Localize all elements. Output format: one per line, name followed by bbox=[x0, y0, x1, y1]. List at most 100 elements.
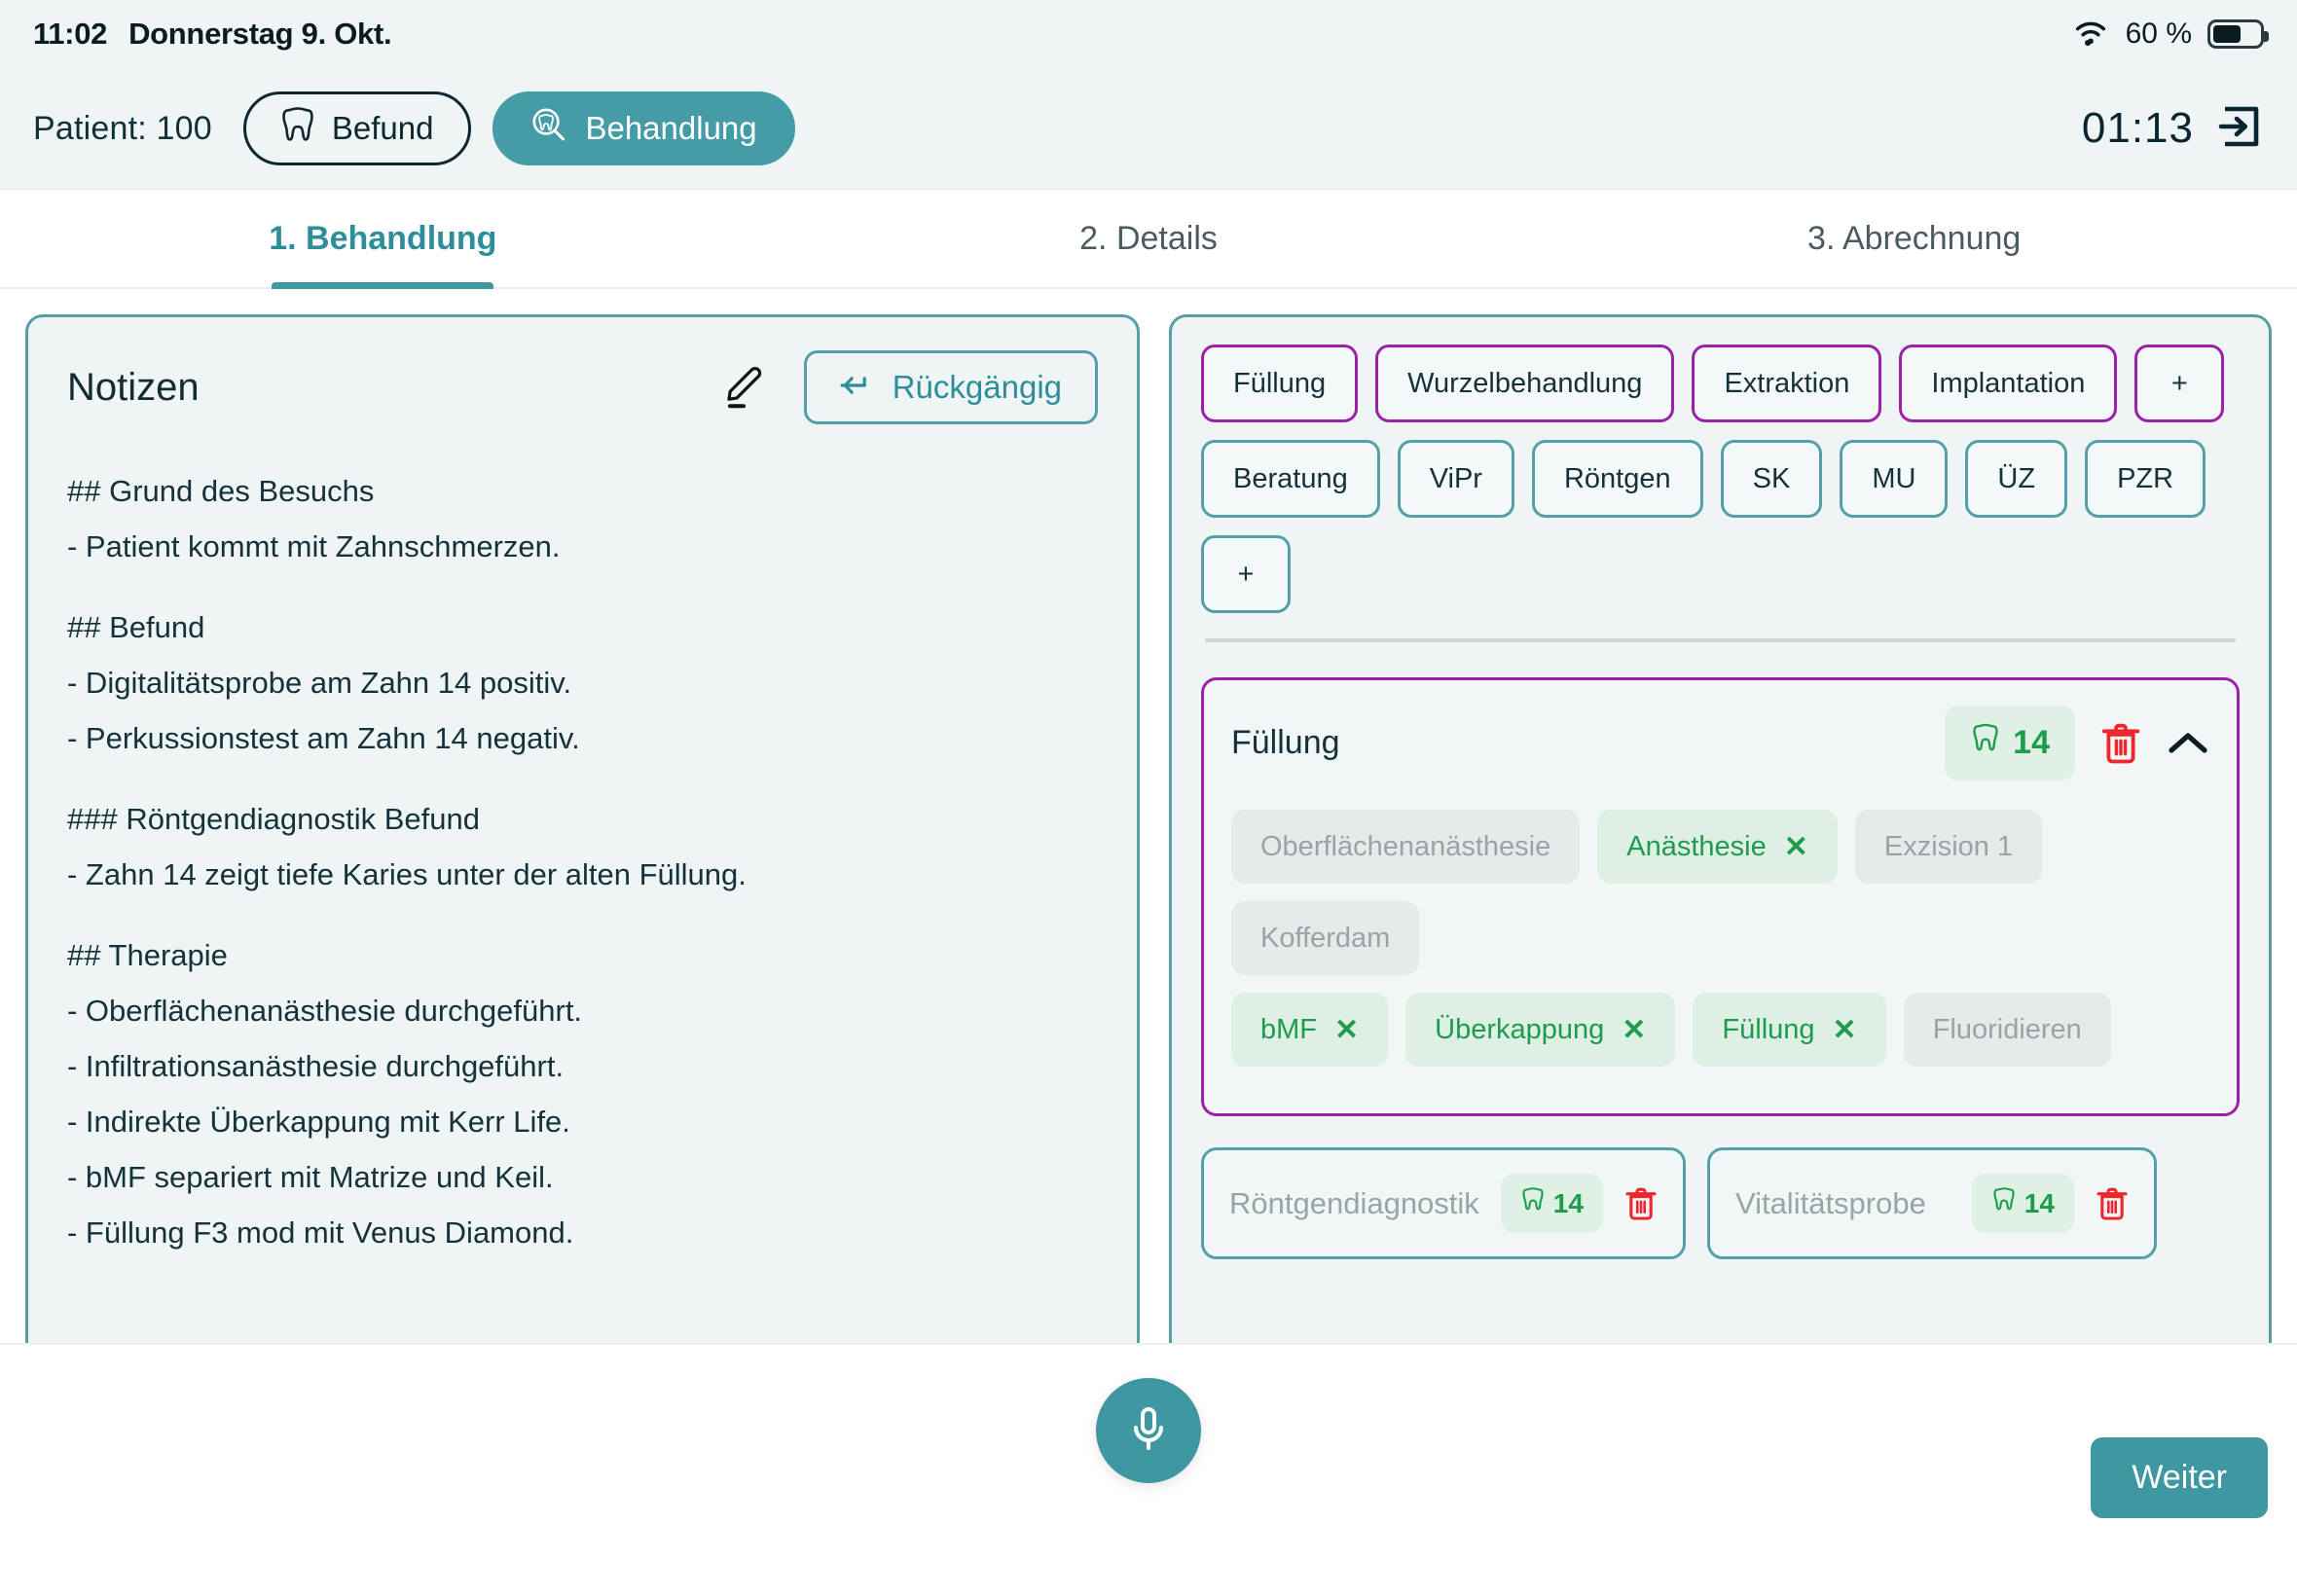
notes-title: Notizen bbox=[67, 365, 200, 409]
next-button[interactable]: Weiter bbox=[2091, 1437, 2268, 1518]
chip-extraktion[interactable]: Extraktion bbox=[1692, 345, 1882, 422]
note-line: ### Röntgendiagnostik Befund bbox=[67, 802, 480, 836]
card-vitalitaetsprobe[interactable]: Vitalitätsprobe 14 bbox=[1706, 1147, 2157, 1259]
chip-label: Füllung bbox=[1233, 367, 1327, 399]
chip-add-primary[interactable]: + bbox=[2134, 345, 2225, 422]
tag-label: Kofferdam bbox=[1260, 922, 1391, 954]
secondary-treatment-cards: Röntgendiagnostik 14 Vitalitätsprobe bbox=[1201, 1147, 2240, 1259]
tag-oberflaechenanaesthesie[interactable]: Oberflächenanästhesie bbox=[1231, 810, 1581, 884]
notes-panel: Notizen Rückgängig ## Grund des Besuchs … bbox=[25, 314, 1140, 1371]
trash-icon[interactable] bbox=[2096, 1185, 2129, 1222]
chip-label: Implantation bbox=[1931, 367, 2086, 399]
status-date: Donnerstag 9. Okt. bbox=[128, 17, 392, 51]
wifi-icon bbox=[2071, 18, 2110, 52]
plus-icon: + bbox=[1237, 558, 1255, 590]
undo-arrow-icon bbox=[840, 369, 875, 406]
chip-label: MU bbox=[1872, 462, 1916, 494]
card-title: Vitalitätsprobe bbox=[1734, 1185, 1926, 1220]
undo-button[interactable]: Rückgängig bbox=[803, 350, 1098, 424]
tab-behandlung-label: 1. Behandlung bbox=[269, 219, 497, 257]
chip-add-secondary[interactable]: + bbox=[1201, 535, 1291, 613]
remove-icon[interactable]: ✕ bbox=[1622, 1013, 1647, 1046]
tag-label: bMF bbox=[1260, 1013, 1317, 1045]
trash-icon[interactable] bbox=[2100, 721, 2141, 766]
chip-label: ViPr bbox=[1429, 462, 1482, 494]
tooth-search-icon bbox=[530, 106, 567, 151]
note-line: - Perkussionstest am Zahn 14 negativ. bbox=[67, 721, 580, 755]
tag-label: Anästhesie bbox=[1626, 830, 1767, 862]
secondary-treatment-chips: Beratung ViPr Röntgen SK MU ÜZ PZR bbox=[1201, 440, 2240, 518]
note-line: ## Therapie bbox=[67, 938, 228, 972]
tag-fuellung[interactable]: Füllung✕ bbox=[1693, 993, 1886, 1067]
tooth-badge[interactable]: 14 bbox=[1945, 706, 2075, 780]
tag-fluoridieren[interactable]: Fluoridieren bbox=[1903, 993, 2111, 1067]
behandlung-button[interactable]: Behandlung bbox=[492, 91, 795, 165]
chip-pzr[interactable]: PZR bbox=[2085, 440, 2206, 518]
tag-ueberkappung[interactable]: Überkappung ✕ bbox=[1405, 993, 1676, 1067]
note-line: ## Grund des Besuchs bbox=[67, 474, 375, 508]
remove-icon[interactable]: ✕ bbox=[1832, 1013, 1857, 1046]
chip-fuellung[interactable]: Füllung bbox=[1201, 345, 1359, 422]
tab-abrechnung[interactable]: 3. Abrechnung bbox=[1531, 190, 2297, 287]
chip-vipr[interactable]: ViPr bbox=[1397, 440, 1514, 518]
chip-roentgen[interactable]: Röntgen bbox=[1531, 440, 1703, 518]
trash-icon[interactable] bbox=[1624, 1185, 1658, 1222]
card-title: Röntgendiagnostik bbox=[1229, 1185, 1479, 1220]
tab-abrechnung-label: 3. Abrechnung bbox=[1807, 219, 2022, 257]
tag-exzision-1[interactable]: Exzision 1 bbox=[1854, 810, 2043, 884]
tab-behandlung[interactable]: 1. Behandlung bbox=[0, 190, 766, 287]
note-line: - Oberflächenanästhesie durchgeführt. bbox=[67, 994, 583, 1028]
notes-header: Notizen Rückgängig bbox=[67, 350, 1098, 424]
chevron-up-icon[interactable] bbox=[2167, 730, 2209, 757]
note-line: - bMF separiert mit Matrize und Keil. bbox=[67, 1160, 554, 1194]
tab-details[interactable]: 2. Details bbox=[766, 190, 1532, 287]
treatment-card-title: Füllung bbox=[1231, 724, 1340, 761]
tooth-number: 14 bbox=[2024, 1187, 2055, 1218]
mode-segmented-control: Befund Behandlung bbox=[242, 91, 795, 165]
add-chip-row: + bbox=[1201, 535, 2240, 613]
card-roentgendiagnostik[interactable]: Röntgendiagnostik 14 bbox=[1201, 1147, 1686, 1259]
chip-mu[interactable]: MU bbox=[1840, 440, 1949, 518]
tooth-badge[interactable]: 14 bbox=[1500, 1174, 1603, 1233]
tooth-icon bbox=[1991, 1185, 2017, 1221]
tag-label: Überkappung bbox=[1435, 1013, 1605, 1045]
remove-icon[interactable]: ✕ bbox=[1334, 1013, 1360, 1046]
tag-bmf[interactable]: bMF ✕ bbox=[1231, 993, 1389, 1067]
tag-kofferdam[interactable]: Kofferdam bbox=[1231, 901, 1420, 975]
befund-label: Befund bbox=[331, 110, 434, 146]
treatment-card-header: Füllung 14 bbox=[1231, 706, 2209, 780]
tag-label: Exzision 1 bbox=[1883, 830, 2014, 862]
microphone-icon bbox=[1125, 1401, 1172, 1461]
microphone-button[interactable] bbox=[1096, 1378, 1201, 1483]
status-bar: 11:02 Donnerstag 9. Okt. 60 % bbox=[0, 0, 2297, 68]
status-bar-left: 11:02 Donnerstag 9. Okt. bbox=[33, 17, 392, 52]
tag-label: Fluoridieren bbox=[1932, 1013, 2082, 1045]
logout-icon[interactable] bbox=[2217, 103, 2264, 155]
tooth-number: 14 bbox=[2013, 724, 2050, 761]
notes-body[interactable]: ## Grund des Besuchs - Patient kommt mit… bbox=[67, 463, 1098, 1260]
tag-anaesthesie[interactable]: Anästhesie ✕ bbox=[1597, 810, 1838, 884]
chip-implantation[interactable]: Implantation bbox=[1899, 345, 2118, 422]
treatment-card-fuellung: Füllung 14 Oberflächenanäs bbox=[1201, 677, 2240, 1116]
chip-label: ÜZ bbox=[1997, 462, 2036, 494]
remove-icon[interactable]: ✕ bbox=[1783, 830, 1808, 863]
plus-icon: + bbox=[2170, 367, 2188, 399]
chip-sk[interactable]: SK bbox=[1720, 440, 1823, 518]
chip-label: PZR bbox=[2117, 462, 2174, 494]
primary-treatment-chips: Füllung Wurzelbehandlung Extraktion Impl… bbox=[1201, 345, 2240, 422]
befund-button[interactable]: Befund bbox=[242, 91, 472, 165]
chip-uez[interactable]: ÜZ bbox=[1965, 440, 2068, 518]
status-time: 11:02 bbox=[33, 17, 108, 51]
tooth-icon bbox=[1970, 721, 2001, 765]
note-line: - Patient kommt mit Zahnschmerzen. bbox=[67, 529, 561, 563]
tooth-badge[interactable]: 14 bbox=[1971, 1174, 2074, 1233]
tab-details-label: 2. Details bbox=[1079, 219, 1218, 257]
chip-wurzelbehandlung[interactable]: Wurzelbehandlung bbox=[1375, 345, 1675, 422]
chip-label: Extraktion bbox=[1724, 367, 1850, 399]
battery-icon bbox=[2207, 19, 2269, 49]
tooth-icon bbox=[1520, 1185, 1546, 1221]
pencil-icon[interactable] bbox=[724, 362, 775, 413]
chip-beratung[interactable]: Beratung bbox=[1201, 440, 1380, 518]
undo-label: Rückgängig bbox=[892, 369, 1062, 405]
note-line: - Digitalitätsprobe am Zahn 14 positiv. bbox=[67, 666, 572, 700]
